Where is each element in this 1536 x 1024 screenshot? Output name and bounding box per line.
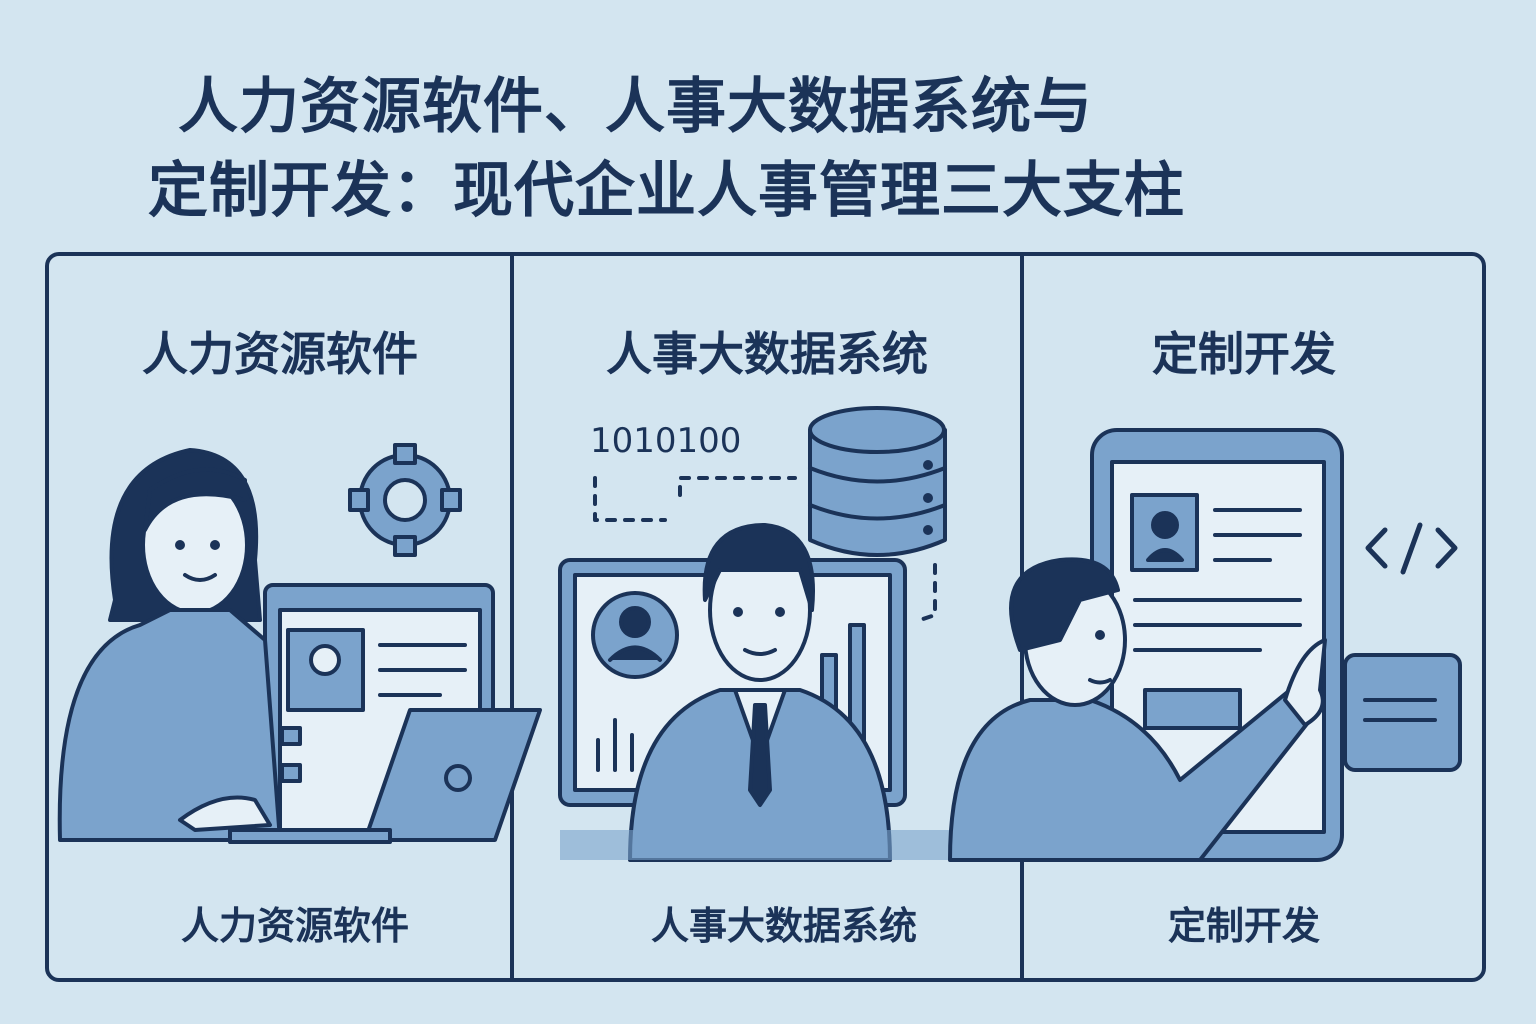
developer-avatar bbox=[948, 557, 1327, 862]
panel-heading-custom-dev: 定制开发 bbox=[1152, 327, 1336, 381]
title-line-2: 定制开发：现代企业人事管理三大支柱 bbox=[148, 156, 1185, 226]
woman-avatar bbox=[57, 448, 282, 842]
panel-heading-hr-software: 人力资源软件 bbox=[142, 327, 418, 381]
binary-text: 1010100 bbox=[590, 421, 741, 461]
code-icon bbox=[1365, 522, 1458, 575]
title-line-1: 人力资源软件、人事大数据系统与 bbox=[178, 72, 1093, 142]
panels-frame bbox=[45, 252, 1486, 982]
panel-divider bbox=[510, 252, 514, 982]
connector-lines bbox=[593, 476, 937, 622]
panel-caption-big-data: 人事大数据系统 bbox=[650, 904, 917, 948]
database-icon bbox=[808, 406, 947, 557]
panel-caption-custom-dev: 定制开发 bbox=[1167, 904, 1320, 948]
laptop-icon bbox=[178, 708, 542, 844]
side-card bbox=[1343, 653, 1462, 772]
panel-heading-big-data: 人事大数据系统 bbox=[606, 327, 928, 381]
panel-caption-hr-software: 人力资源软件 bbox=[180, 904, 409, 948]
businessman-avatar bbox=[628, 523, 892, 862]
gear-icon bbox=[348, 443, 462, 557]
